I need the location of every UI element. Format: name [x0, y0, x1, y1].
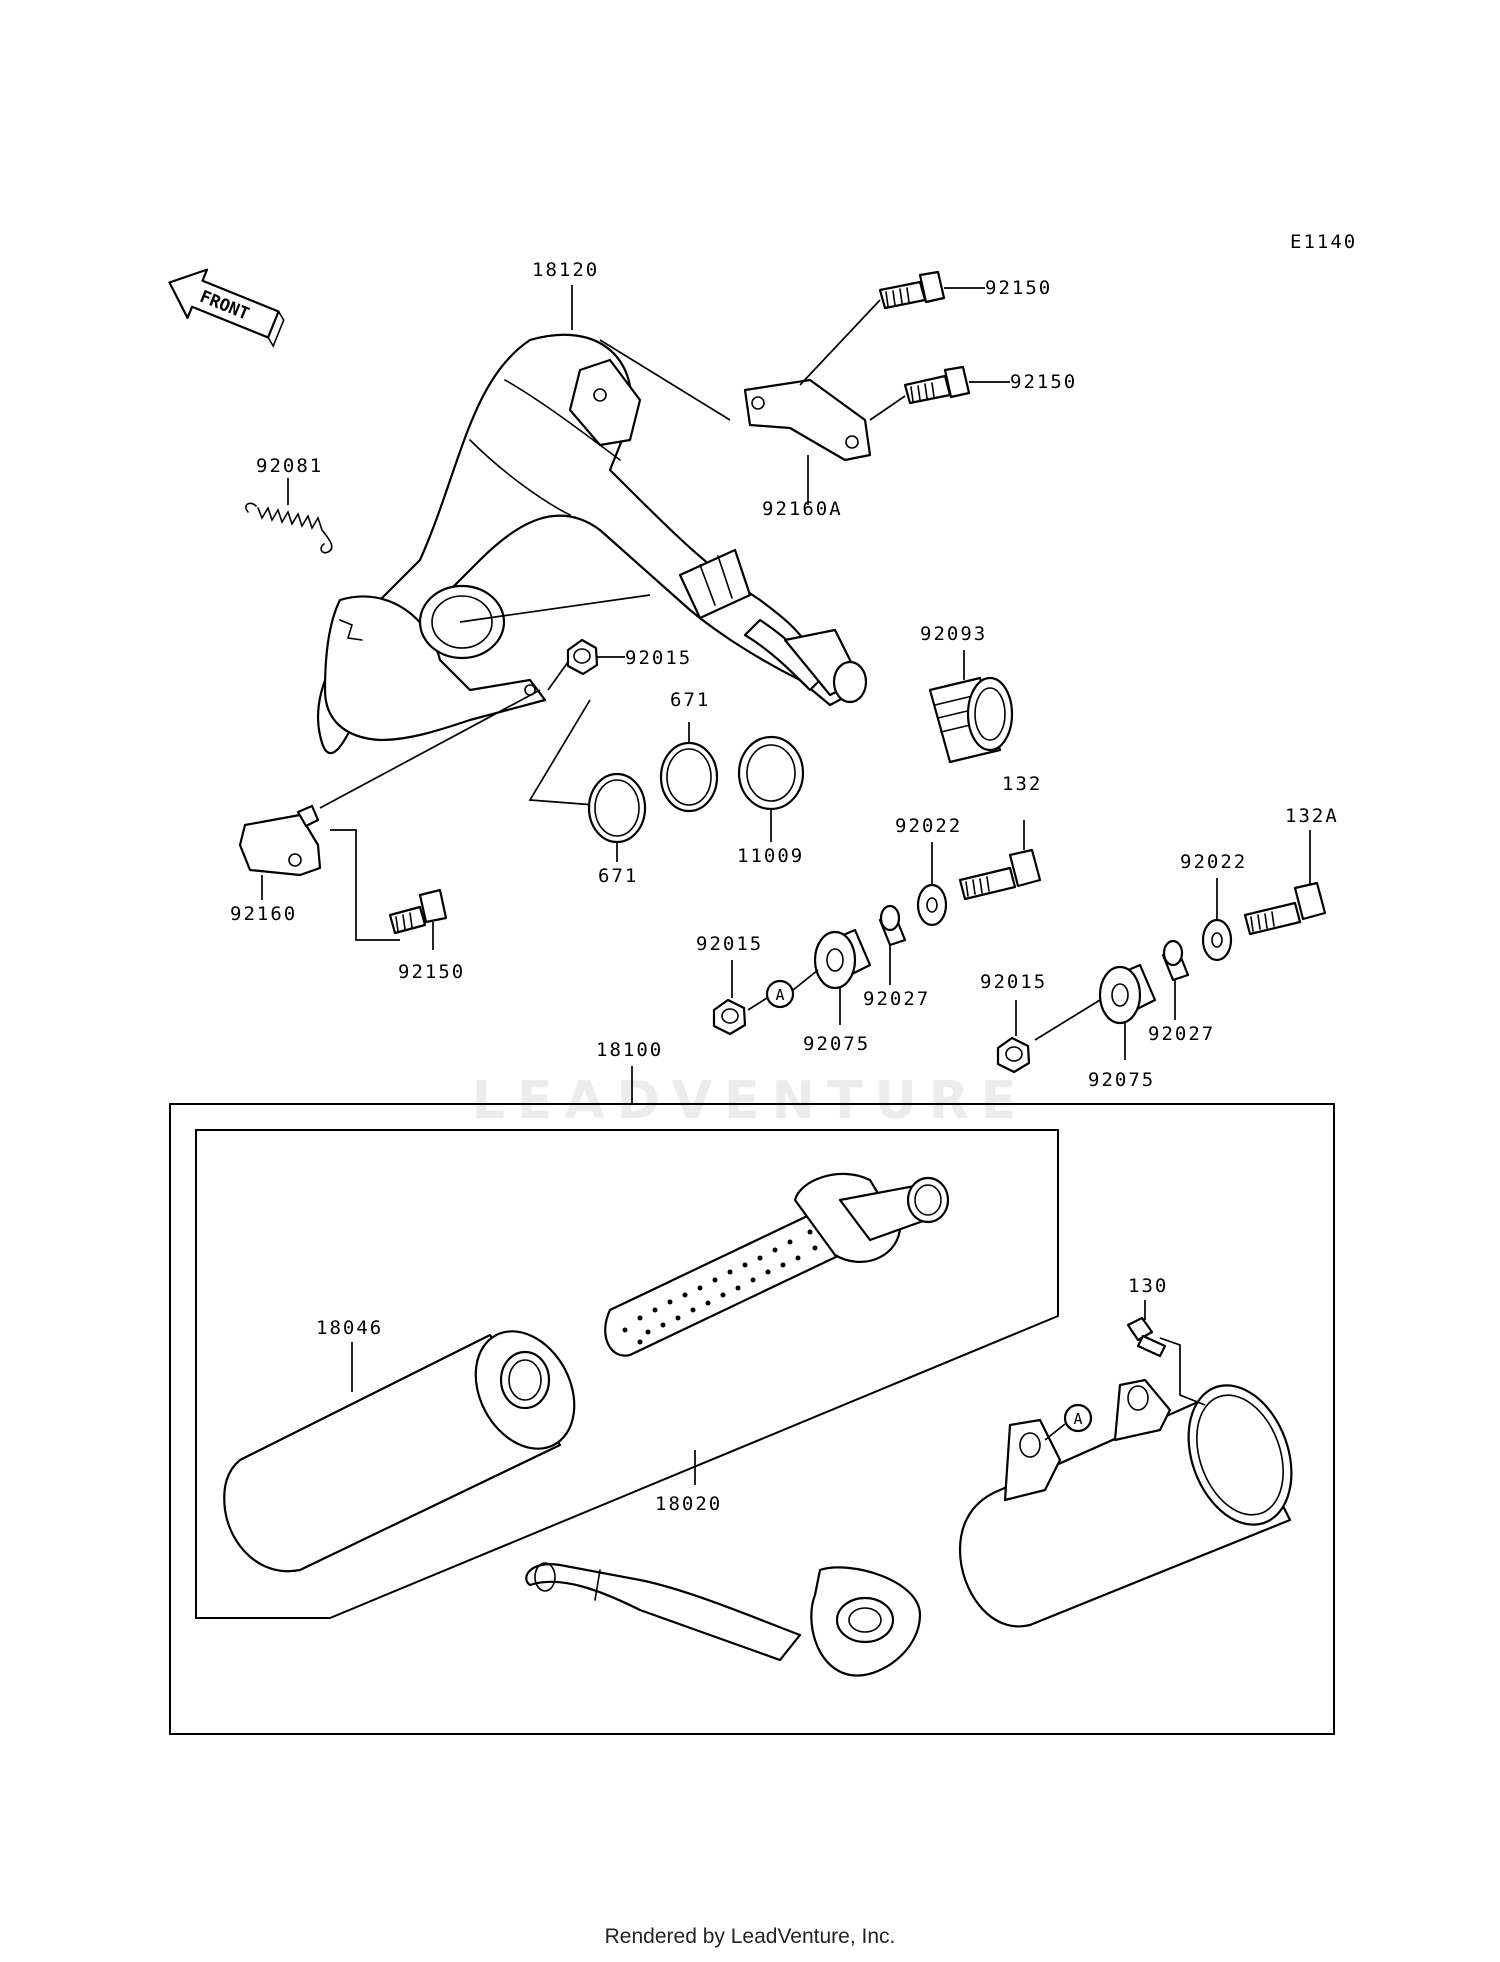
part-18046-label: 18046	[316, 1317, 383, 1339]
part-92015-upper-label: 92015	[625, 647, 692, 669]
part-11009-label: 11009	[737, 845, 804, 867]
part-92150-lower-label: 92150	[398, 961, 465, 983]
ref-marker-a-lower	[1063, 1403, 1093, 1433]
nut-92015-right	[996, 1036, 1031, 1074]
bolt-92150-middle	[903, 365, 971, 405]
bolt-130	[1126, 1316, 1167, 1358]
silencer-body-18046	[223, 1330, 576, 1573]
part-92027-left-label: 92027	[863, 988, 930, 1010]
part-671-right-label: 671	[670, 689, 710, 711]
part-92150-upper-label: 92150	[985, 277, 1052, 299]
ref-marker-a-upper	[765, 979, 795, 1009]
part-132a-label: 132A	[1285, 805, 1339, 827]
spring-92081	[245, 502, 333, 554]
bolt-92150-upper	[878, 270, 946, 310]
ref-marker-a-lower-label: A	[1073, 1410, 1082, 1428]
part-132-label: 132	[1002, 773, 1042, 795]
watermark: LEADVENTURE	[472, 1071, 1029, 1131]
part-92150-middle-label: 92150	[1010, 371, 1077, 393]
gasket-11009	[737, 735, 805, 811]
part-92015-right-label: 92015	[980, 971, 1047, 993]
part-18120-label: 18120	[532, 259, 599, 281]
part-92081-label: 92081	[256, 455, 323, 477]
silencer-shell	[958, 1378, 1293, 1628]
collar-92027-left	[878, 904, 907, 947]
gasket-671-left	[587, 772, 647, 844]
bolt-132a	[1243, 881, 1327, 936]
part-92075-right-label: 92075	[1088, 1069, 1155, 1091]
part-671-left-label: 671	[598, 865, 638, 887]
bracket-92160	[238, 804, 322, 877]
washer-92022-left	[916, 883, 948, 927]
footer-credit: Rendered by LeadVenture, Inc.	[604, 1925, 896, 1948]
part-92160-label: 92160	[230, 903, 297, 925]
gasket-671-right	[659, 741, 719, 813]
assembly-18020-box	[195, 1129, 1059, 1619]
washer-92022-right	[1201, 918, 1233, 962]
grommet-92093	[928, 676, 1014, 764]
grommet-92075-left	[813, 928, 872, 990]
part-92022-right-label: 92022	[1180, 851, 1247, 873]
bolt-132	[958, 848, 1042, 901]
part-92075-left-label: 92075	[803, 1033, 870, 1055]
part-92027-right-label: 92027	[1148, 1023, 1215, 1045]
part-92015-middle-label: 92015	[696, 933, 763, 955]
part-18020-label: 18020	[655, 1493, 722, 1515]
diagram-id: E1140	[1290, 231, 1357, 253]
perforated-pipe	[604, 1172, 950, 1357]
ref-marker-a-upper-label: A	[775, 986, 784, 1004]
part-92093-label: 92093	[920, 623, 987, 645]
assembly-18100-box	[169, 1103, 1335, 1735]
nut-92015-middle	[712, 998, 747, 1036]
front-arrow-icon: FRONT	[168, 268, 285, 348]
bolt-92150-lower	[388, 888, 448, 935]
nut-92015-upper	[566, 638, 599, 676]
expansion-chamber	[317, 333, 868, 755]
grommet-92075-right	[1098, 963, 1157, 1025]
collar-92027-right	[1161, 939, 1190, 982]
part-130-label: 130	[1128, 1275, 1168, 1297]
bracket-92160a	[743, 378, 872, 462]
inlet-pipe	[525, 1562, 922, 1677]
part-18100-label: 18100	[596, 1039, 663, 1061]
part-92160a-label: 92160A	[762, 498, 843, 520]
part-92022-left-label: 92022	[895, 815, 962, 837]
